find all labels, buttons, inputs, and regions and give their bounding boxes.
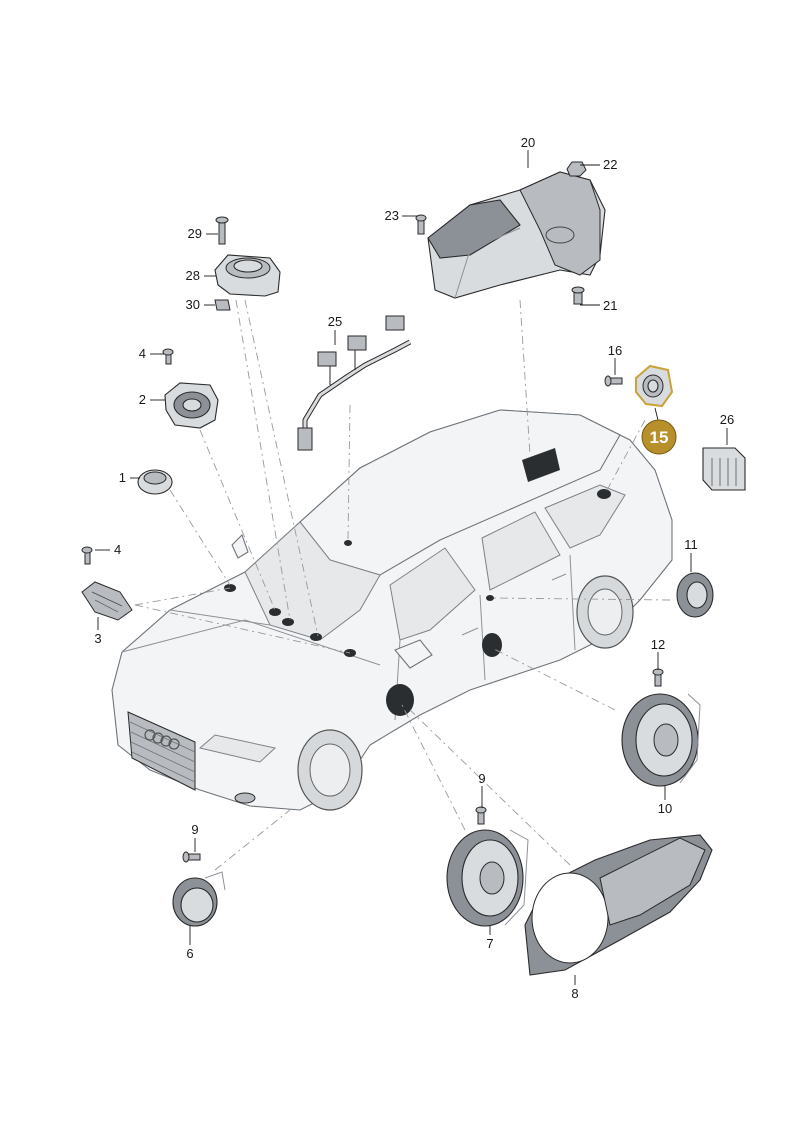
callout-28: 28 xyxy=(186,268,200,283)
part-10-woofer xyxy=(621,693,701,787)
callout-21: 21 xyxy=(603,298,617,313)
part-9-screw-left xyxy=(182,851,201,863)
part-28-center-speaker xyxy=(214,254,281,297)
callout-4-top: 4 xyxy=(139,346,146,361)
leader-lines xyxy=(95,150,728,985)
callout-2: 2 xyxy=(139,392,146,407)
callout-20: 20 xyxy=(521,135,535,150)
callout-12: 12 xyxy=(651,637,665,652)
callout-10: 10 xyxy=(658,801,672,816)
callout-3: 3 xyxy=(94,631,101,646)
callout-23: 23 xyxy=(385,208,399,223)
part-30-clip xyxy=(214,299,231,311)
part-4-screw-top xyxy=(162,348,174,365)
callout-30: 30 xyxy=(186,297,200,312)
part-12-screw xyxy=(652,668,664,687)
part-21-bolt xyxy=(571,286,585,305)
part-9-screw-right xyxy=(475,806,487,825)
callout-25: 25 xyxy=(328,314,342,329)
part-23-bolt xyxy=(415,214,427,235)
locator-lines xyxy=(134,299,671,871)
part-26-module xyxy=(702,447,746,491)
part-8-mounting-plate xyxy=(524,834,713,976)
part-29-screw xyxy=(215,216,229,245)
callout-29: 29 xyxy=(188,226,202,241)
part-11-speaker xyxy=(676,572,714,618)
part-20-subwoofer-enclosure xyxy=(427,171,606,299)
callout-16: 16 xyxy=(608,343,622,358)
callout-8: 8 xyxy=(571,986,578,1001)
callout-1: 1 xyxy=(119,470,126,485)
part-25-wiring-harness xyxy=(297,315,412,451)
callout-6: 6 xyxy=(186,946,193,961)
part-1-tweeter xyxy=(137,469,173,495)
callout-7: 7 xyxy=(486,936,493,951)
callout-9-right: 9 xyxy=(478,771,485,786)
part-2-speaker xyxy=(164,382,219,429)
highlight-badge-15[interactable]: 15 xyxy=(641,419,677,455)
part-16-screw xyxy=(604,375,623,387)
part-4-screw-bottom xyxy=(81,546,93,565)
part-6-speaker xyxy=(172,871,226,927)
callout-9-left: 9 xyxy=(191,822,198,837)
part-15-tweeter-highlighted[interactable] xyxy=(635,364,674,408)
car-illustration xyxy=(111,409,673,811)
callout-22: 22 xyxy=(603,157,617,172)
callout-labels: 20 22 21 23 25 29 28 30 4 2 1 4 3 16 26 … xyxy=(94,135,734,1001)
callout-4-bottom: 4 xyxy=(114,542,121,557)
part-22-nut xyxy=(566,161,587,177)
part-7-woofer xyxy=(446,829,529,927)
callout-26: 26 xyxy=(720,412,734,427)
badge-label: 15 xyxy=(650,428,669,447)
callout-11: 11 xyxy=(684,537,698,552)
part-3-bracket xyxy=(81,581,133,621)
